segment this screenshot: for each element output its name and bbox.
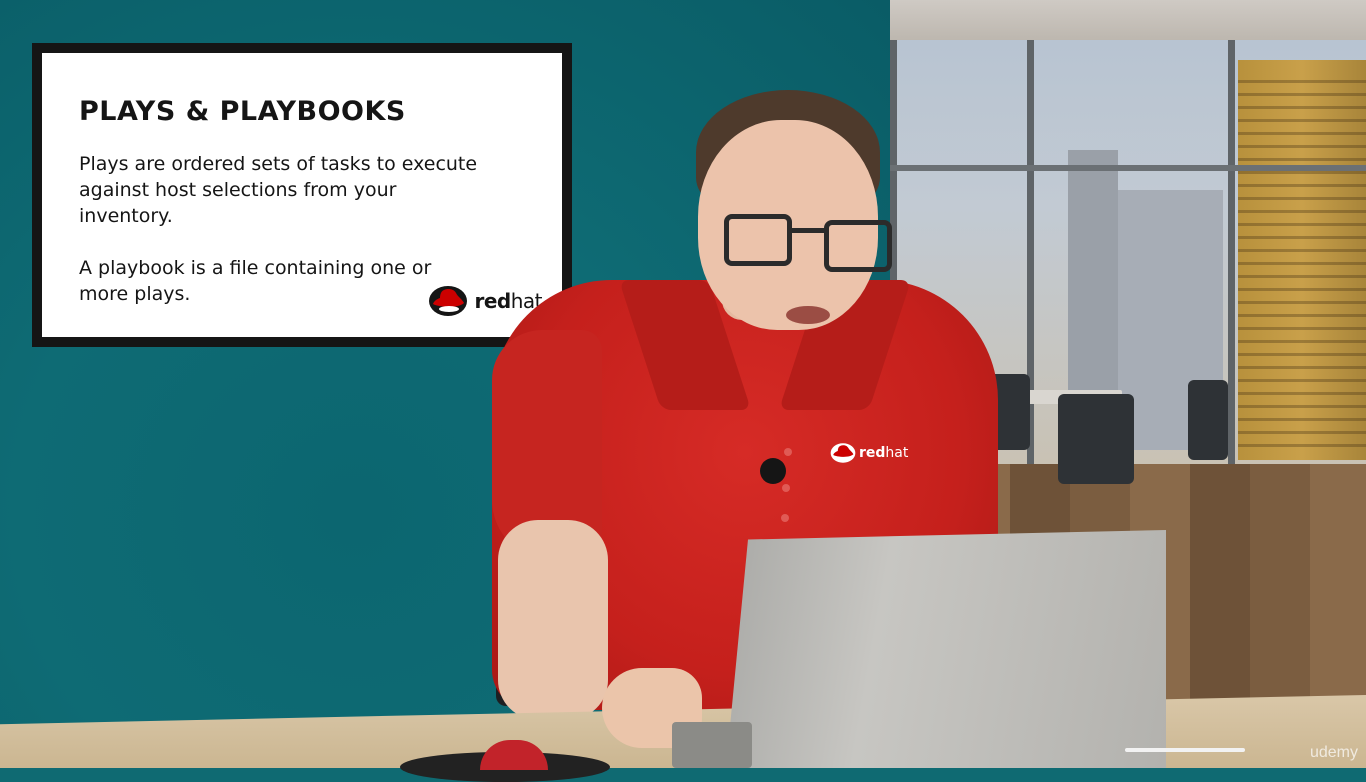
redhat-logo: redhat [428,285,543,317]
laptop [726,530,1166,768]
window-mullion [890,40,897,464]
wordmark-bold: red [859,445,886,461]
redhat-logo-icon [830,443,856,463]
slide-display: PLAYS & PLAYBOOKS Plays are ordered sets… [32,43,572,347]
slide-paragraph: Plays are ordered sets of tasks to execu… [79,153,478,227]
city-building-yellow [1238,60,1366,460]
lapel-microphone [760,458,786,484]
glasses-lens [824,220,892,272]
shirt-button [781,514,789,522]
presenter-mouth [786,306,830,324]
shirt-button [782,484,790,492]
slide-paragraph: A playbook is a file containing one or m… [79,257,432,305]
presenter-arm [498,520,608,720]
wordmark-regular: hat [885,445,909,461]
glasses-lens [724,214,792,266]
window-mullion [1228,40,1235,464]
slide-body: Plays are ordered sets of tasks to execu… [79,151,479,307]
ceiling [890,0,1366,40]
laptop-base [672,722,752,768]
shirt-button [784,448,792,456]
window-transom [890,165,1366,171]
slide-title: PLAYS & PLAYBOOKS [79,96,406,127]
redhat-wordmark: redhat [474,289,542,313]
background-chair [1188,380,1228,460]
redhat-logo-icon [429,286,468,316]
shirt-wordmark: redhat [859,445,908,461]
wordmark-bold: red [474,289,511,313]
shirt-logo: redhat [830,442,908,464]
glasses-bridge [790,228,826,233]
building-windows [1238,70,1366,450]
slide: PLAYS & PLAYBOOKS Plays are ordered sets… [42,53,562,337]
cable [1125,748,1245,752]
background-chair [1058,394,1134,484]
watermark: udemy [1309,744,1358,761]
window-mullion [1027,40,1034,464]
